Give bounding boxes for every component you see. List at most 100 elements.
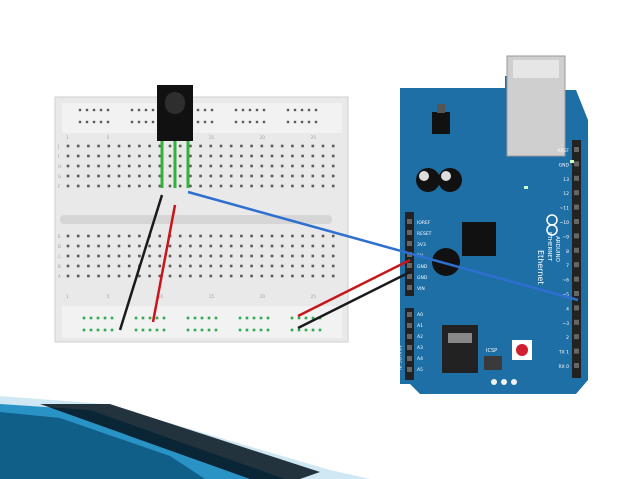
header-pin xyxy=(574,363,579,368)
breadboard-hole xyxy=(260,174,264,178)
breadboard-hole xyxy=(148,264,151,268)
breadboard-hole xyxy=(138,184,141,188)
breadboard-hole xyxy=(209,184,213,188)
rail-hole xyxy=(297,316,301,320)
breadboard-hole xyxy=(66,254,70,258)
breadboard-hole xyxy=(219,164,223,168)
breadboard-hole xyxy=(280,174,284,178)
breadboard-hole xyxy=(301,184,304,188)
row-letter: C xyxy=(58,254,61,259)
header-pin xyxy=(574,334,579,340)
digital-pin-label: 4 xyxy=(566,306,569,312)
breadboard-hole xyxy=(117,244,121,248)
breadboard-hole xyxy=(240,274,243,278)
breadboard-hole xyxy=(301,154,304,158)
breadboard-hole xyxy=(219,254,223,258)
breadboard-hole xyxy=(66,244,70,248)
header-pin xyxy=(407,356,412,361)
breadboard-hole xyxy=(240,154,243,158)
breadboard-hole xyxy=(66,274,70,278)
analog-header xyxy=(405,308,414,380)
breadboard-hole xyxy=(291,154,294,158)
breadboard-hole xyxy=(107,164,111,168)
breadboard-hole xyxy=(260,144,264,148)
analog-pin-label: A1 xyxy=(417,323,423,329)
breadboard-hole xyxy=(158,244,162,248)
breadboard-hole xyxy=(219,274,223,278)
breadboard-holes xyxy=(66,108,335,332)
breadboard-hole xyxy=(76,244,80,248)
column-number: 15 xyxy=(209,135,215,140)
breadboard-hole xyxy=(280,264,284,268)
power-pin-label: RESET xyxy=(417,231,432,237)
header-pin xyxy=(407,285,412,290)
breadboard-hole xyxy=(189,164,192,168)
breadboard-hole xyxy=(199,184,202,188)
rail-hole xyxy=(318,328,322,332)
breadboard-hole xyxy=(311,254,315,258)
rail-hole xyxy=(89,316,93,320)
breadboard-hole xyxy=(219,184,223,188)
breadboard-hole xyxy=(321,234,325,238)
breadboard-hole xyxy=(168,174,172,178)
breadboard-hole xyxy=(189,184,192,188)
rail-hole xyxy=(311,316,315,320)
breadboard-hole xyxy=(189,144,192,148)
digital-pin-label: 8 xyxy=(566,249,569,255)
breadboard-hole xyxy=(138,174,141,178)
header-pin xyxy=(574,219,579,224)
breadboard-hole xyxy=(229,154,233,158)
rail-hole xyxy=(252,316,256,320)
rail-hole xyxy=(200,316,204,320)
breadboard-hole xyxy=(158,184,162,188)
breadboard-hole xyxy=(107,184,111,188)
breadboard-hole xyxy=(291,164,294,168)
row-letter: D xyxy=(58,244,61,249)
breadboard-hole xyxy=(178,264,182,268)
breadboard-hole xyxy=(138,144,141,148)
breadboard-hole xyxy=(250,264,253,268)
header-pin xyxy=(407,263,412,268)
breadboard-hole xyxy=(250,234,253,238)
breadboard-hole xyxy=(66,154,70,158)
breadboard-hole xyxy=(250,254,253,258)
analog-pin-label: A5 xyxy=(417,367,423,373)
capacitor xyxy=(438,168,462,192)
analog-pin-label: A4 xyxy=(417,356,423,362)
breadboard-hole xyxy=(107,244,111,248)
breadboard-hole xyxy=(260,154,264,158)
breadboard-hole xyxy=(270,174,274,178)
rail-hole xyxy=(307,108,311,112)
breadboard-hole xyxy=(280,254,284,258)
breadboard-hole xyxy=(219,264,223,268)
breadboard-hole xyxy=(97,264,100,268)
breadboard-hole xyxy=(321,174,325,178)
breadboard-hole xyxy=(168,274,172,278)
breadboard-hole xyxy=(219,244,223,248)
header-pin xyxy=(407,312,412,317)
row-letter: A xyxy=(58,274,61,279)
breadboard-hole xyxy=(76,154,80,158)
capacitor xyxy=(416,168,440,192)
breadboard-hole xyxy=(189,274,192,278)
breadboard-hole xyxy=(331,274,335,278)
breadboard-hole xyxy=(87,274,90,278)
header-pin xyxy=(574,276,579,282)
breadboard-hole xyxy=(189,264,192,268)
breadboard-hole xyxy=(127,174,131,178)
rail-hole xyxy=(238,328,242,332)
digital-pin-label: RX 0 xyxy=(558,364,569,370)
breadboard-hole xyxy=(117,184,121,188)
digital-pin-label: AREF xyxy=(557,148,569,154)
breadboard-hole xyxy=(97,184,100,188)
row-letter: B xyxy=(58,264,61,269)
breadboard-hole xyxy=(219,174,223,178)
breadboard-hole xyxy=(148,254,151,258)
rail-hole xyxy=(203,120,207,124)
breadboard-hole xyxy=(291,254,294,258)
rail-hole xyxy=(151,108,155,112)
breadboard-hole xyxy=(138,274,141,278)
breadboard-hole xyxy=(117,174,121,178)
